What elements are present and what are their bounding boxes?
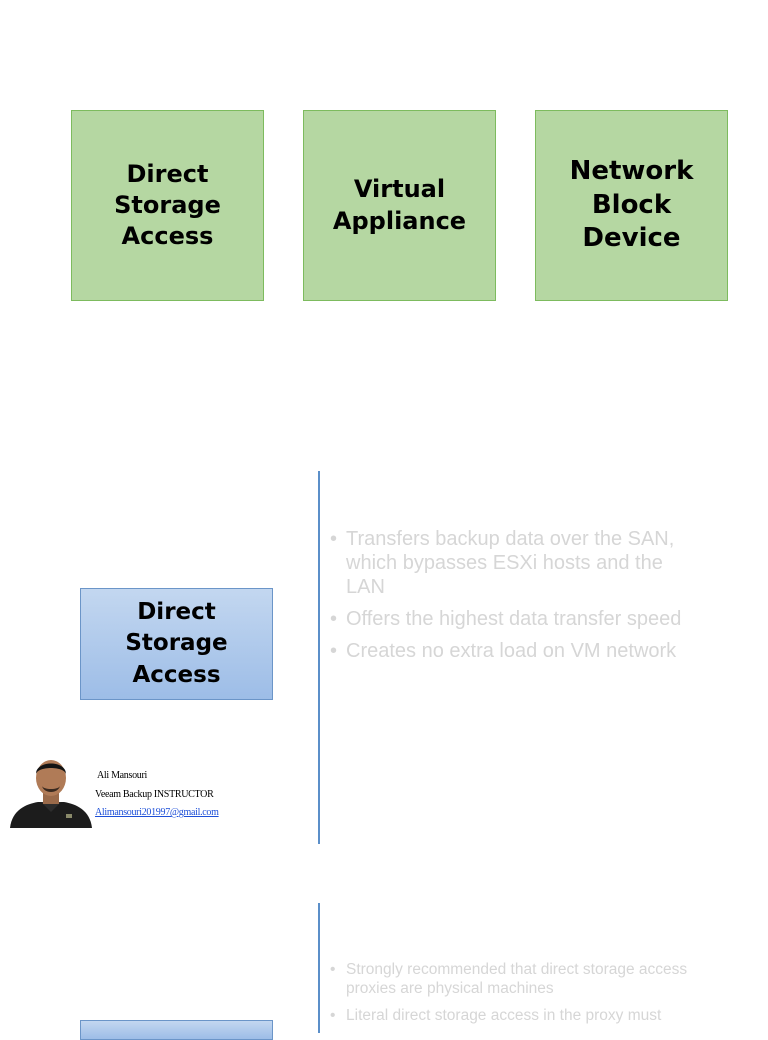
method-label-line: Access (121, 222, 214, 251)
section-heading-line: Direct (137, 599, 216, 626)
section-heading-line: Storage (125, 630, 228, 657)
method-label-line: Network (569, 155, 694, 186)
section-heading-direct-storage-access: Direct Storage Access (80, 588, 273, 700)
section-divider (318, 471, 320, 844)
instructor-email-link[interactable]: Alimansouri201997@gmail.com (95, 807, 219, 818)
method-box-virtual-appliance: Virtual Appliance (303, 110, 496, 301)
bullet-item: Strongly recommended that direct storage… (330, 960, 730, 998)
bullet-item: Literal direct storage access in the pro… (330, 1006, 730, 1025)
bullet-item: Offers the highest data transfer speed (330, 607, 690, 631)
instructor-name: Ali Mansouri (97, 770, 148, 781)
method-label-line: Block (591, 189, 672, 220)
bullet-item: Creates no extra load on VM network (330, 639, 690, 663)
method-label-line: Direct (126, 159, 209, 188)
section-heading-line: Access (132, 661, 221, 688)
bullet-list: Transfers backup data over the SAN, whic… (330, 527, 690, 671)
method-label-line: Storage (114, 190, 221, 219)
instructor-role: Veeam Backup INSTRUCTOR (95, 789, 214, 800)
instructor-photo (10, 760, 92, 828)
bullet-item: Transfers backup data over the SAN, whic… (330, 527, 690, 599)
section-heading-box (80, 1020, 273, 1040)
method-label-line: Appliance (332, 206, 467, 235)
bullet-list: Strongly recommended that direct storage… (330, 960, 730, 1033)
method-label-line: Device (582, 223, 681, 254)
section-divider (318, 903, 320, 1033)
method-label-line: Virtual (353, 175, 446, 204)
method-box-network-block-device: Network Block Device (535, 110, 728, 301)
method-box-direct-storage-access: Direct Storage Access (71, 110, 264, 301)
